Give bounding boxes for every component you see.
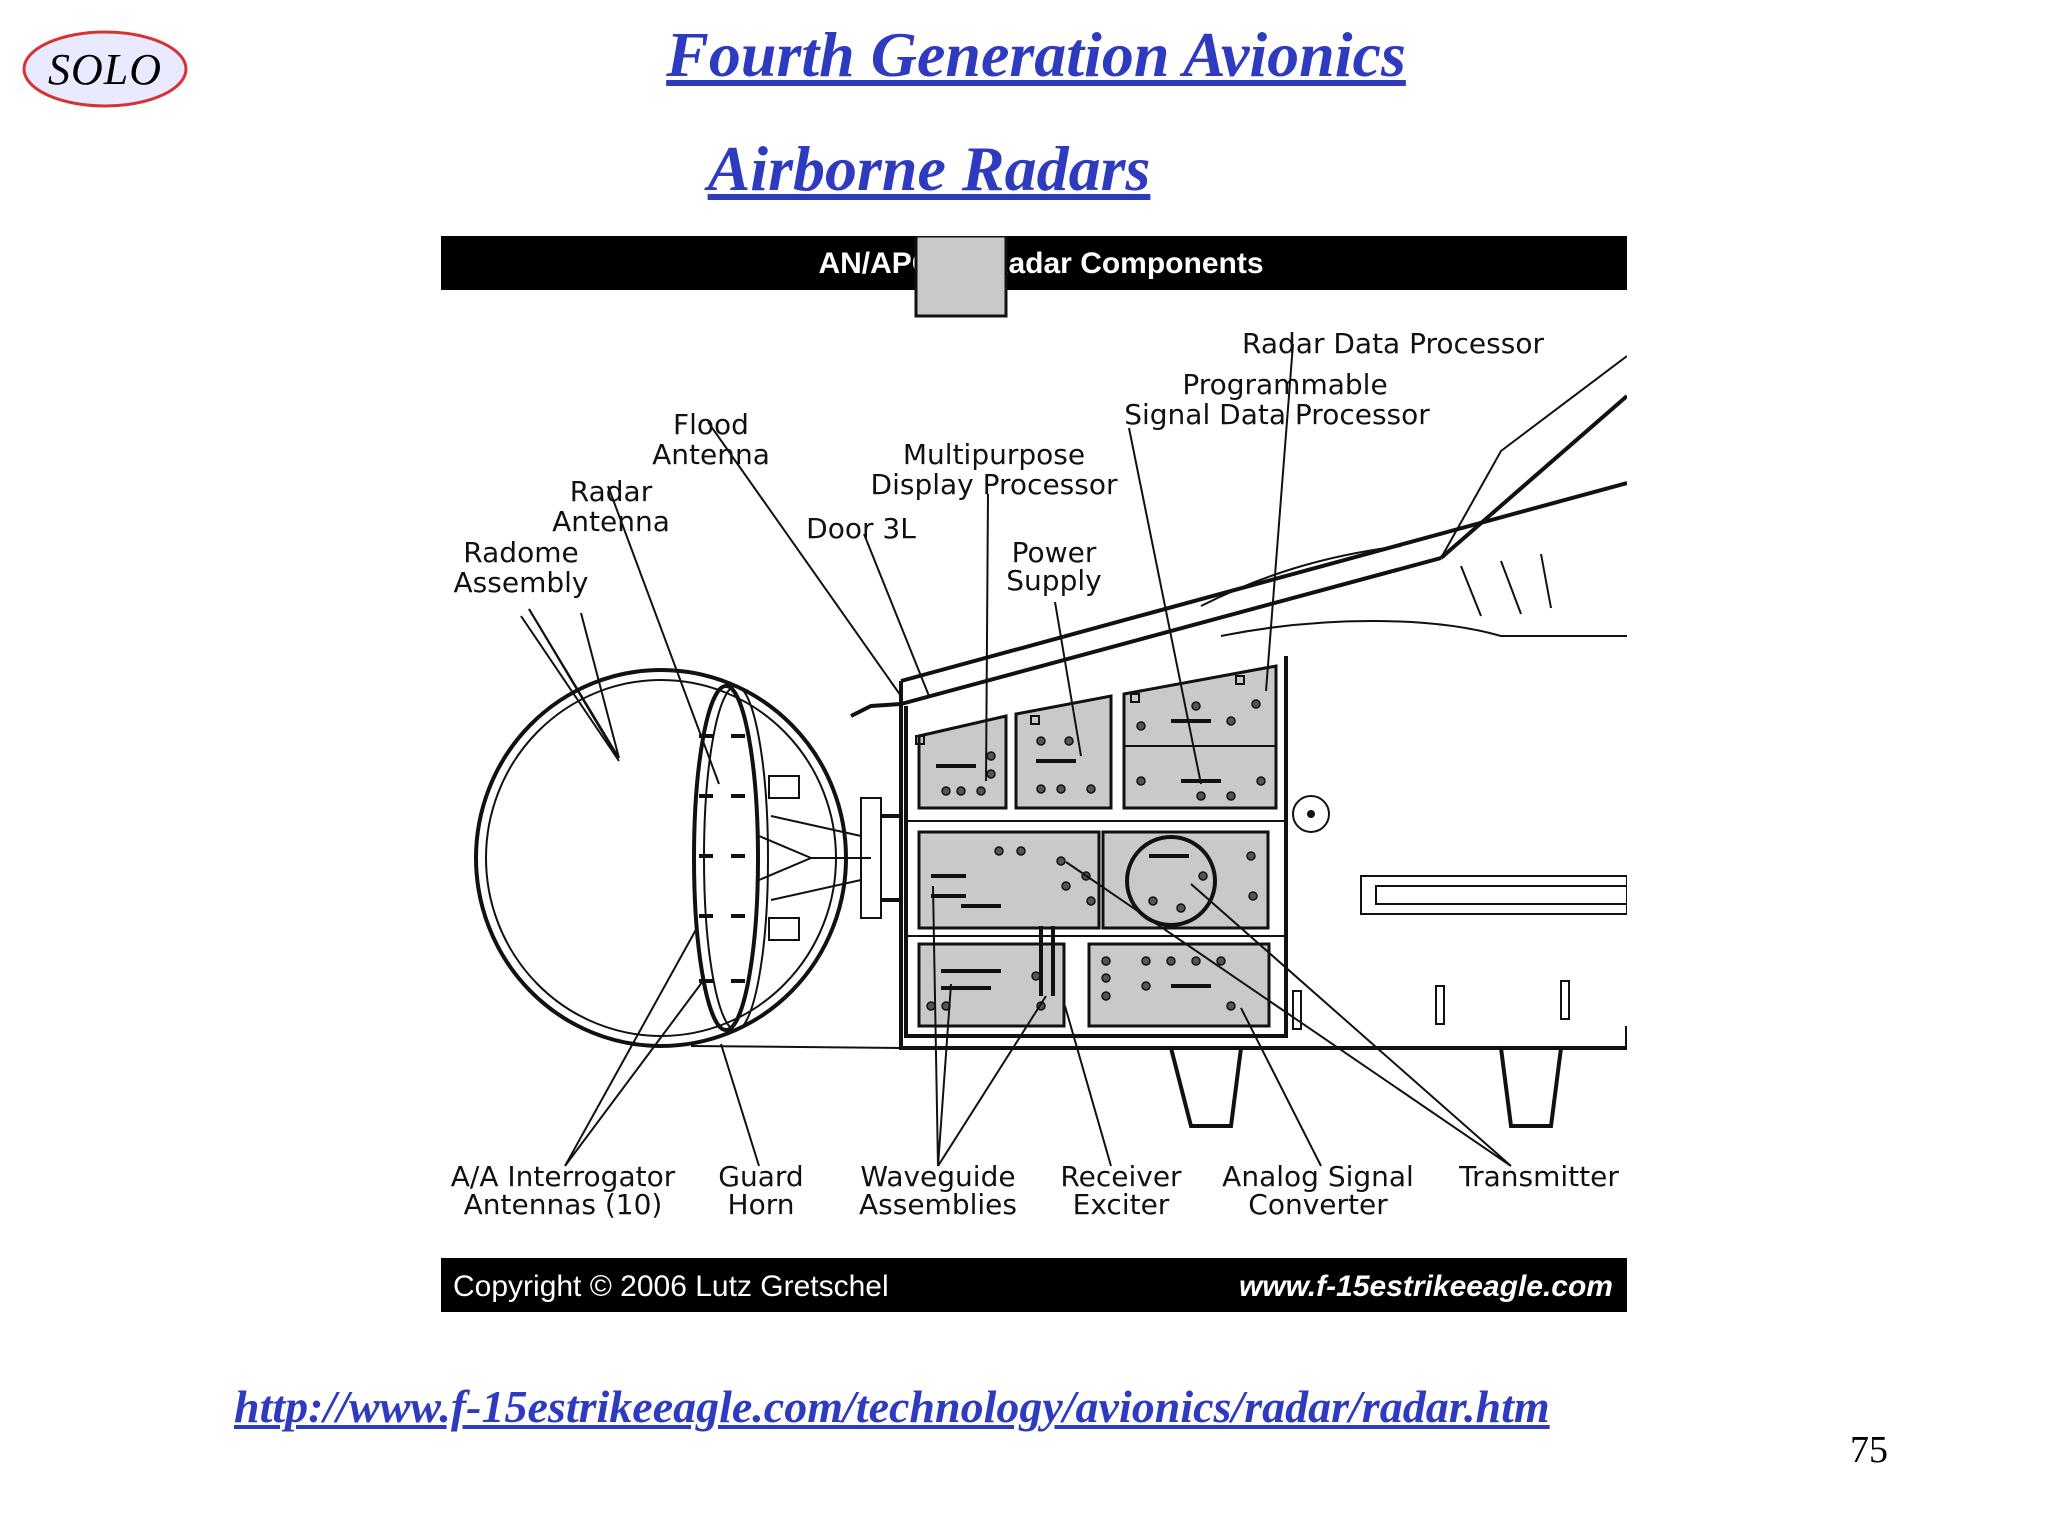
signal-data-processor-box [1122, 664, 1278, 810]
website-text: www.f-15estrikeeagle.com [1239, 1270, 1613, 1303]
label-radome-line2: Assembly [454, 566, 589, 599]
label-flood-line1: Flood [673, 408, 749, 441]
label-flood-line2: Antenna [652, 438, 770, 471]
radome-assembly [474, 668, 848, 1048]
label-transmitter: Transmitter [1458, 1160, 1619, 1193]
label-waveguide-line2: Assemblies [859, 1188, 1017, 1221]
label-power-line2: Supply [1006, 564, 1101, 597]
avionics-bay [904, 236, 1288, 1038]
diagram-header: AN/APG-70 Radar Components [818, 247, 1263, 280]
slide-title: Fourth Generation Avionics [666, 19, 1406, 90]
label-analog-line2: Converter [1248, 1188, 1388, 1221]
copyright-text: Copyright © 2006 Lutz Gretschel [453, 1270, 889, 1303]
power-supply-box [1014, 694, 1113, 810]
label-door-3l: Door 3L [806, 512, 916, 545]
label-mdp-line1: Multipurpose [903, 438, 1085, 471]
diagram-footer-band [441, 1258, 1627, 1312]
receiver-exciter-box [917, 926, 1066, 1028]
slide-subtitle: Airborne Radars [707, 133, 1151, 204]
label-aa-line1: A/A Interrogator [451, 1160, 676, 1193]
label-aa-line2: Antennas (10) [464, 1188, 663, 1221]
page-number: 75 [1850, 1429, 1888, 1471]
label-radar-antenna-line1: Radar [570, 475, 653, 508]
source-link[interactable]: http://www.f-15estrikeeagle.com/technolo… [234, 1381, 1550, 1432]
label-radar-antenna-line2: Antenna [552, 505, 670, 538]
leader-lines [520, 343, 1512, 1167]
label-receiver-line2: Exciter [1073, 1188, 1170, 1221]
radar-components-diagram: AN/APG-70 Radar Components Copyright © 2… [441, 236, 1627, 1312]
transmitter-box [1101, 830, 1270, 930]
label-receiver-line1: Receiver [1060, 1160, 1182, 1193]
multipurpose-display-processor-box [917, 714, 1008, 810]
solo-logo-text: SOLO [47, 44, 163, 94]
analog-signal-converter-box [1087, 942, 1271, 1028]
component-labels: Radar Data Processor Programmable Signal… [451, 327, 1620, 1221]
label-psdp-line2: Signal Data Processor [1124, 398, 1430, 431]
label-guard-line1: Guard [718, 1160, 803, 1193]
diagram-header-band [441, 236, 1627, 290]
label-psdp-line1: Programmable [1182, 368, 1387, 401]
label-waveguide-line1: Waveguide [860, 1160, 1015, 1193]
label-radar-data-processor: Radar Data Processor [1242, 327, 1544, 360]
solo-logo [22, 30, 188, 108]
label-radome-line1: Radome [463, 536, 578, 569]
radar-antenna [690, 684, 902, 1049]
label-power-line1: Power [1012, 536, 1097, 569]
waveguide-box-middle [917, 830, 1101, 930]
label-analog-line1: Analog Signal [1222, 1160, 1414, 1193]
label-mdp-line2: Display Processor [871, 468, 1118, 501]
label-guard-line2: Horn [728, 1188, 795, 1221]
